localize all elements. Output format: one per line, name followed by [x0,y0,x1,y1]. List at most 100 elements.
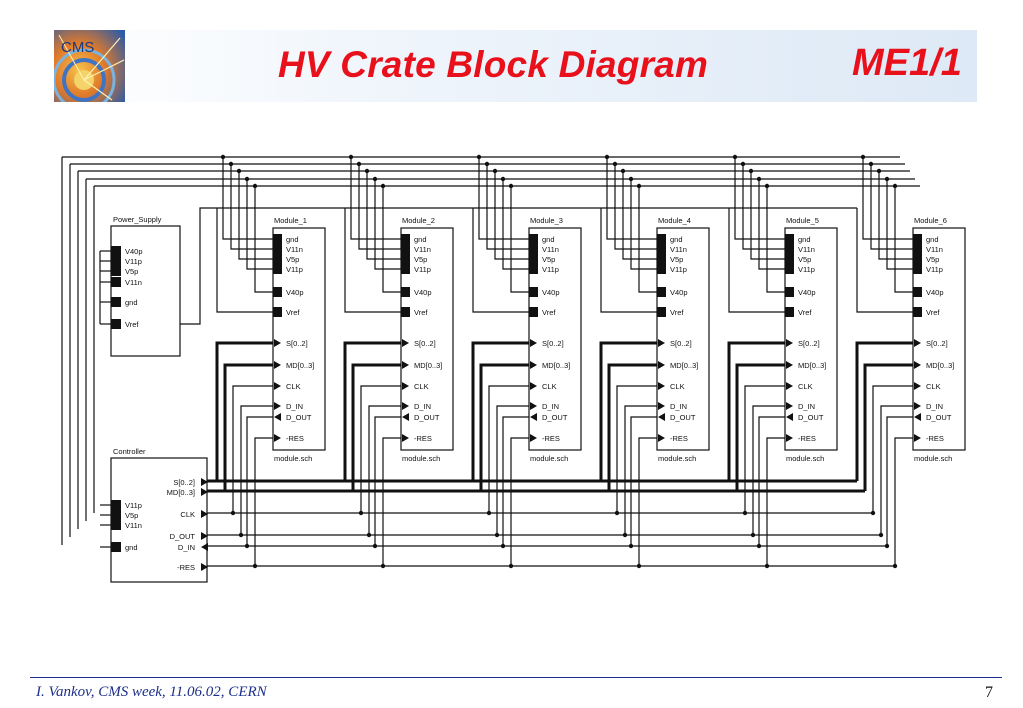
junction-dot [876,168,882,174]
junction-dot [372,543,378,549]
module-pin-label: MD[0..3] [286,361,314,370]
module-power-bar [785,234,794,274]
module-din-wire [368,405,401,535]
module-pin-arrow [658,361,665,369]
module-pin-arrow [530,413,537,421]
module-power-feed [358,164,401,250]
module-pin-label: V40p [286,288,304,297]
junction-dot [508,183,514,189]
module-power-feed [478,157,529,240]
junction-dot [764,183,770,189]
junction-dot [750,532,756,538]
junction-dot [238,532,244,538]
junction-dot [764,563,770,569]
module-pin-label: V11p [414,265,431,274]
module-vref-feed [728,208,785,313]
ctrl-pin-arrow [201,563,208,571]
ctrl-signal-pin-label: D_IN [178,543,195,552]
module-din-wire [496,405,529,535]
module-clk-wire [488,385,529,513]
module-din-wire [752,405,785,535]
junction-dot [884,543,890,549]
module-pin-arrow [274,413,281,421]
module-pin-label: CLK [286,382,301,391]
module-pin-label: S[0..2] [798,339,820,348]
module-pin-label: V11n [286,245,303,254]
module-pin-arrow [786,339,793,347]
module-file-label: module.sch [786,454,824,463]
module-power-feed [878,171,913,260]
module-block [656,227,710,451]
junction-dot [892,183,898,189]
junction-dot [622,532,628,538]
module-md-bus [607,363,657,491]
module-power-bar [913,234,922,274]
module-power-feed [246,179,273,270]
ps-pin-marker [111,246,121,256]
vref-ps-link [180,207,217,325]
module-vref-marker [913,307,922,317]
module-power-feed [766,186,785,293]
module-clk-wire [616,385,657,513]
module-name-label: Module_3 [530,216,563,225]
module-pin-label: D_IN [542,402,559,411]
module-pin-label: V11n [798,245,815,254]
module-pin-label: S[0..2] [286,339,308,348]
power-supply-block [110,225,181,357]
module-power-bar [657,234,666,274]
module-pin-label: S[0..2] [670,339,692,348]
junction-dot [636,183,642,189]
power-supply-label: Power_Supply [113,215,162,224]
junction-dot [372,176,378,182]
module-s-bus [471,341,529,481]
module-pin-arrow [786,434,793,442]
module-pin-arrow [274,361,281,369]
junction-dot [860,154,866,160]
module-pin-label: CLK [798,382,813,391]
module-power-feed [606,157,657,240]
module-name-label: Module_5 [786,216,819,225]
module-power-bar [401,234,410,274]
ps-pin-marker [111,256,121,266]
module-vref-feed [600,208,657,313]
module-res-wire [894,437,913,566]
module-name-label: Module_6 [914,216,947,225]
module-pin-label: D_IN [286,402,303,411]
module-pin-label: -RES [414,434,432,443]
ctrl-signal-pin-label: CLK [180,510,195,519]
module-pin-arrow [402,382,409,390]
module-pin-label: D_OUT [670,413,696,422]
ctrl-power-pin-label: V11p [125,501,142,510]
junction-dot [380,563,386,569]
module-pin-label: -RES [798,434,816,443]
module-block [784,227,838,451]
ctrl-signal-pin-label: MD[0..3] [167,488,195,497]
controller-label: Controller [113,447,146,456]
module-power-feed [862,157,913,240]
module-dout-wire [758,416,785,546]
module-pin-label: V5p [798,255,811,264]
module-pin-label: V11p [286,265,303,274]
module-pin-label: D_OUT [414,413,440,422]
module-dout-wire [886,416,913,546]
module-power-feed [230,164,273,250]
module-pin-arrow [786,382,793,390]
module-pin-arrow [658,382,665,390]
footer-divider [30,677,1002,678]
module-file-label: module.sch [530,454,568,463]
module-pin-label: V5p [414,255,427,264]
ctrl-power-pin-marker [111,510,121,520]
module-pin-arrow [274,402,281,410]
module-pin-arrow [658,413,665,421]
module-vref-marker [273,307,282,317]
junction-dot [628,543,634,549]
ps-pin-label: V11n [125,278,142,287]
module-pin-label: MD[0..3] [926,361,954,370]
module-v40p-marker [401,287,410,297]
junction-dot [742,510,748,516]
module-pin-arrow [402,413,409,421]
module-pin-label: V5p [670,255,683,264]
junction-dot [366,532,372,538]
module-pin-arrow [786,402,793,410]
module-pin-label: CLK [414,382,429,391]
